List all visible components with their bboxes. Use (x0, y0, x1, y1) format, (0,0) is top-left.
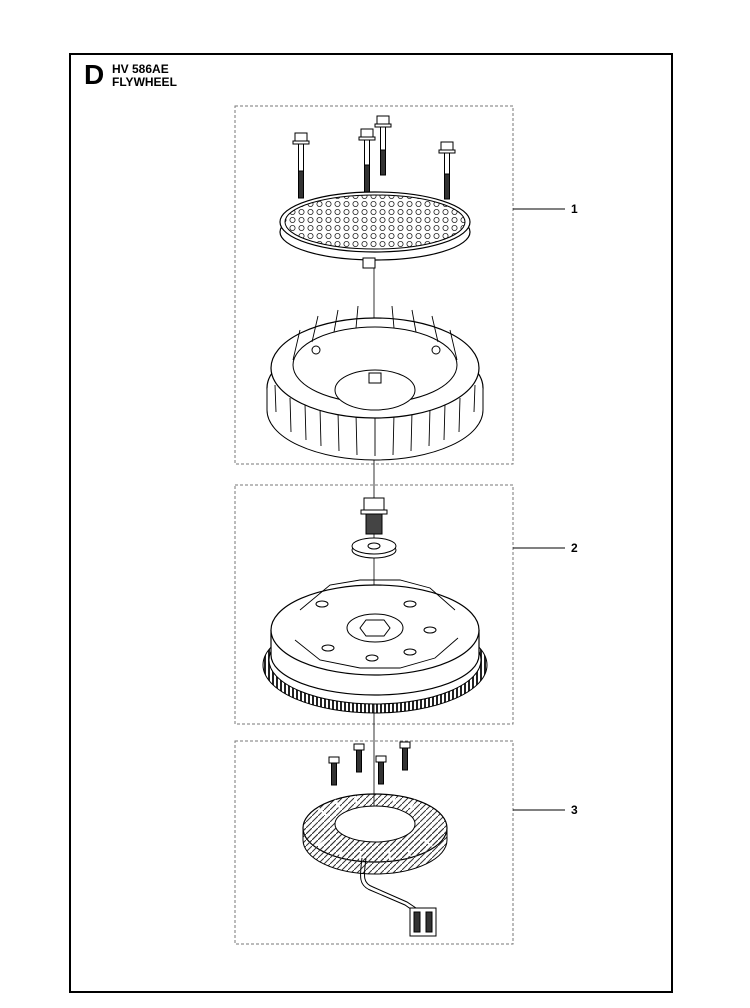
flywheel-washer (351, 537, 397, 559)
callout-1: 1 (571, 202, 578, 216)
screw-group-3 (328, 741, 411, 786)
stator-connector (409, 907, 437, 937)
callout-2: 2 (571, 541, 578, 555)
stator (302, 793, 448, 875)
model-number: HV 586AE (112, 62, 169, 76)
screw-group-1 (292, 115, 456, 200)
group-box-3 (234, 740, 514, 945)
callout-3: 3 (571, 803, 578, 817)
flywheel-finned (266, 305, 484, 461)
stator-wire-harness (359, 857, 417, 913)
flywheel-bolt (360, 497, 388, 535)
flywheel-screen (279, 191, 471, 269)
flywheel-ring-gear (262, 579, 488, 714)
section-letter: D (84, 59, 105, 90)
diagram-title: FLYWHEEL (112, 75, 177, 89)
page-frame (69, 53, 673, 993)
